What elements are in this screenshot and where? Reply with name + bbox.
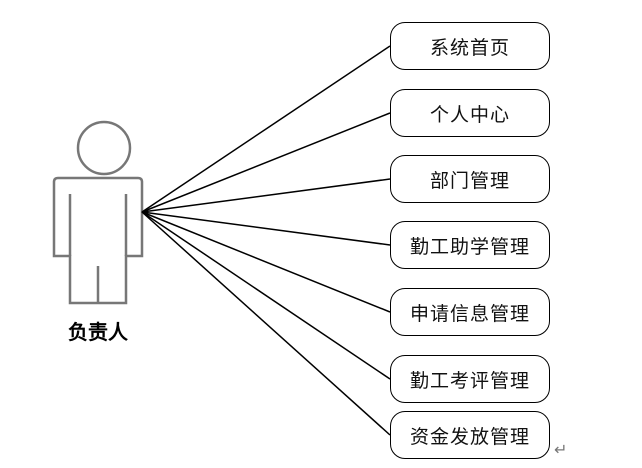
- association-line-3: [141, 178, 391, 213]
- use-case-label: 勤工助学管理: [409, 235, 530, 258]
- association-line-1: [141, 45, 391, 213]
- use-case-label: 申请信息管理: [409, 302, 530, 325]
- use-case-label: 个人中心: [429, 103, 510, 126]
- paragraph-return-mark: ↵: [554, 440, 568, 459]
- association-line-6: [141, 211, 391, 380]
- association-line-4: [141, 211, 391, 246]
- use-case-2: 个人中心: [390, 89, 550, 137]
- use-case-3: 部门管理: [390, 155, 550, 203]
- actor-head: [76, 120, 132, 176]
- use-case-label: 勤工考评管理: [409, 369, 530, 392]
- association-lines: [141, 45, 391, 436]
- use-case-label: 部门管理: [429, 169, 510, 192]
- use-case-label: 系统首页: [429, 36, 510, 59]
- use-case-label: 资金发放管理: [409, 425, 530, 448]
- association-line-7: [141, 211, 391, 436]
- use-case-6: 勤工考评管理: [390, 355, 550, 403]
- use-case-4: 勤工助学管理: [390, 221, 550, 269]
- use-case-1: 系统首页: [390, 22, 550, 70]
- use-case-5: 申请信息管理: [390, 288, 550, 336]
- association-line-2: [141, 112, 391, 213]
- association-line-5: [141, 211, 391, 313]
- use-case-7: 资金发放管理: [390, 411, 550, 459]
- actor-label: 负责人: [68, 320, 128, 344]
- actor-figure: [52, 120, 144, 305]
